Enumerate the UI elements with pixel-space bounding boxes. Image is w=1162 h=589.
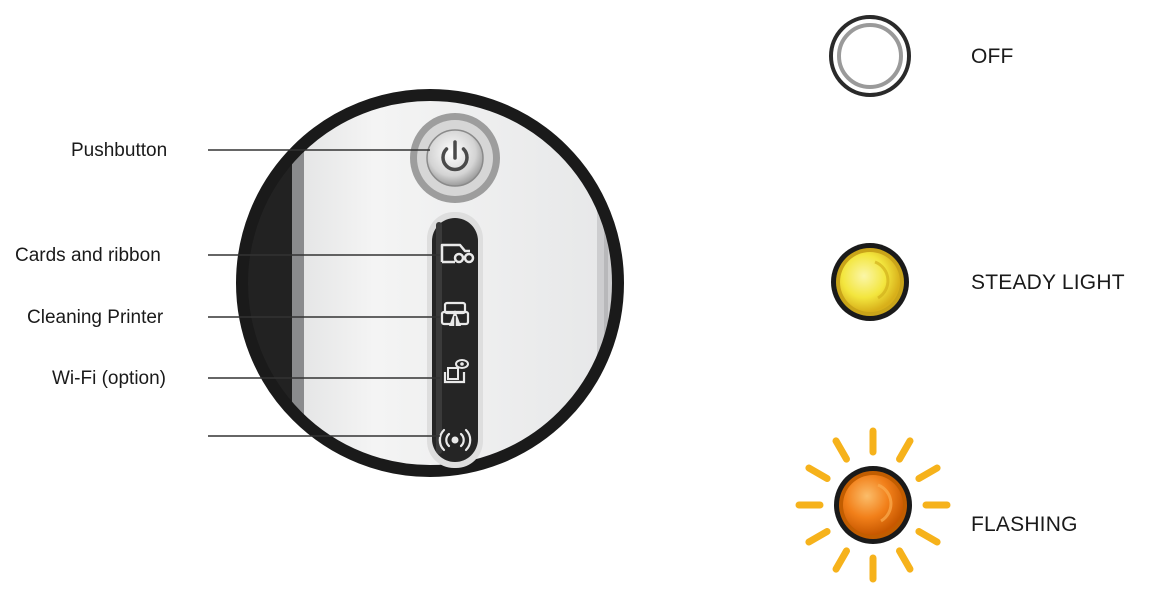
callout-cleaning-printer: Cleaning Printer (27, 307, 164, 328)
flashing-ray (805, 464, 831, 482)
flashing-ray (832, 437, 850, 463)
flashing-ray (896, 437, 914, 463)
power-icon (441, 140, 469, 172)
callout-lines (208, 149, 440, 437)
callout-wifi-option: Wi-Fi (option) (52, 368, 167, 389)
flashing-ray (832, 547, 850, 573)
legend-flashing-led (795, 427, 951, 583)
flashing-ray (805, 528, 831, 546)
legend-steady-label: STEADY LIGHT (971, 271, 1125, 294)
led-panel (427, 212, 483, 468)
callout-pushbutton: Pushbutton (71, 140, 168, 161)
legend-off-led (829, 15, 911, 97)
wifi-module-icon (443, 359, 469, 384)
legend-steady-led (831, 243, 909, 321)
card-ribbon-icon (440, 243, 475, 264)
wireless-signal-icon (438, 428, 472, 452)
pushbutton[interactable] (410, 113, 500, 203)
legend-flashing-label: FLASHING (971, 513, 1078, 536)
flashing-ray (896, 547, 914, 573)
callout-cards-ribbon: Cards and ribbon (15, 245, 161, 266)
flashing-ray (915, 528, 941, 546)
flashing-ray (915, 464, 941, 482)
legend-off-label: OFF (971, 45, 1014, 68)
cleaning-printer-icon (440, 301, 470, 330)
